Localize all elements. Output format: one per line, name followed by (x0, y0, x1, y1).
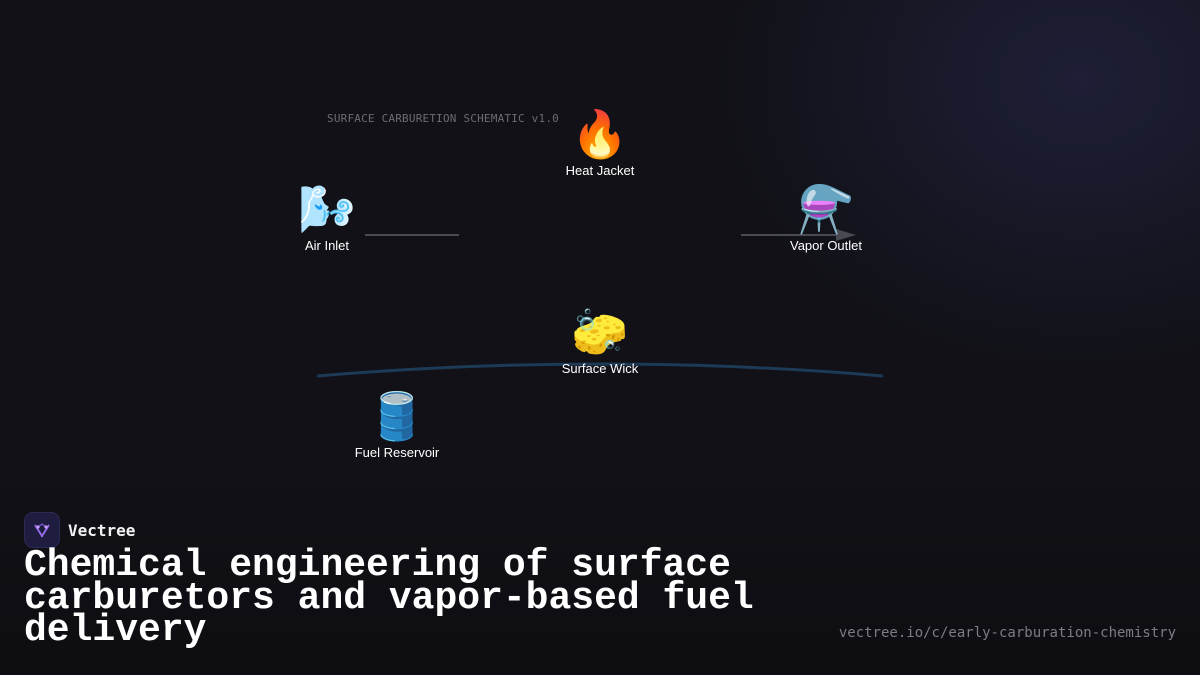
node-label-heat-jacket: Heat Jacket (565, 163, 635, 178)
vectree-logo-icon (24, 512, 60, 548)
fire-icon: 🔥 (571, 107, 629, 161)
node-vapor-outlet: ⚗️ Vapor Outlet (756, 182, 896, 253)
wind-face-icon: 🌬️ (298, 182, 356, 236)
alembic-flask-icon: ⚗️ (797, 182, 855, 236)
node-heat-jacket: 🔥 Heat Jacket (530, 107, 670, 178)
node-air-inlet: 🌬️ Air Inlet (257, 182, 397, 253)
schematic-caption: SURFACE CARBURETION SCHEMATIC v1.0 (327, 112, 559, 125)
sponge-icon: 🧽 (571, 305, 629, 359)
brand[interactable]: Vectree (24, 512, 135, 548)
node-label-vapor-outlet: Vapor Outlet (789, 238, 863, 253)
node-fuel-reservoir: 🛢️ Fuel Reservoir (327, 389, 467, 460)
node-label-surface-wick: Surface Wick (561, 361, 639, 376)
oil-drum-icon: 🛢️ (368, 389, 426, 443)
brand-name: Vectree (68, 520, 136, 540)
fuel-surface-curve (316, 362, 884, 378)
source-url[interactable]: vectree.io/c/early-carburation-chemistry (838, 625, 1176, 641)
vapor-outlet-arrowhead (836, 229, 856, 241)
node-label-fuel-reservoir: Fuel Reservoir (354, 445, 440, 460)
page-title: Chemical engineering of surface carburet… (24, 544, 754, 652)
node-label-air-inlet: Air Inlet (304, 238, 350, 253)
node-surface-wick: 🧽 Surface Wick (530, 305, 670, 376)
